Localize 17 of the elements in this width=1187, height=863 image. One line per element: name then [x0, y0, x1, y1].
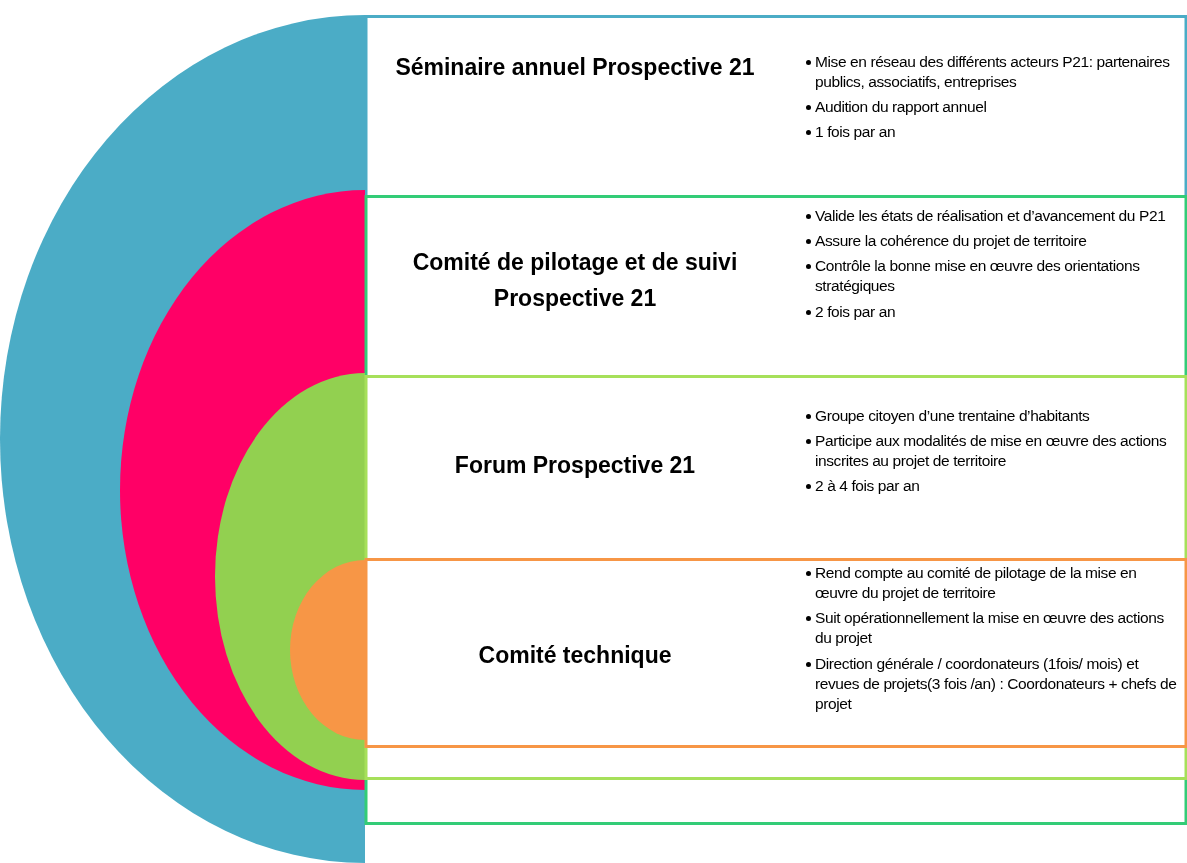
bullet-text: Groupe citoyen d’une trentaine d’habitants	[815, 407, 1090, 424]
tier-heading: Forum Prospective 21	[453, 451, 697, 480]
bullet-text: Direction générale / coordonateurs (1fois/ mois) et revues de projets(3 fois /an) : Coordonateurs + chefs de projet	[815, 654, 1177, 712]
bullet-text: 2 à 4 fois par an	[815, 477, 920, 495]
bullet-text: Valide les états de réalisation et d’avancement du P21	[815, 207, 1166, 224]
bullet-text: Rend compte au comité de pilotage de la mise en œuvre du projet de territoire	[815, 564, 1137, 602]
bullet-text: Suit opérationnellement la mise en œuvre des actions du projet	[815, 609, 1164, 647]
bullet-text: Assure la cohérence du projet de territoire	[815, 232, 1087, 250]
tier-heading: Comité technique	[477, 641, 673, 670]
bullet-text: Participe aux modalités de mise en œuvre des actions inscrites au projet de territoire	[815, 432, 1167, 470]
bullet-text: Mise en réseau des différents acteurs P21: partenaires publics, associatifs, entreprises	[815, 53, 1170, 91]
bullet-text: 2 fois par an	[815, 302, 896, 320]
bullet-text: 1 fois par an	[815, 123, 896, 141]
tier-heading: Séminaire annuel Prospective 21	[394, 53, 756, 82]
tier-heading: Comité de pilotage et de suivi Prospective 21	[411, 248, 739, 313]
bullet-text: Audition du rapport annuel	[815, 98, 987, 116]
bullet-text: Contrôle la bonne mise en œuvre des orientations stratégiques	[815, 257, 1140, 295]
